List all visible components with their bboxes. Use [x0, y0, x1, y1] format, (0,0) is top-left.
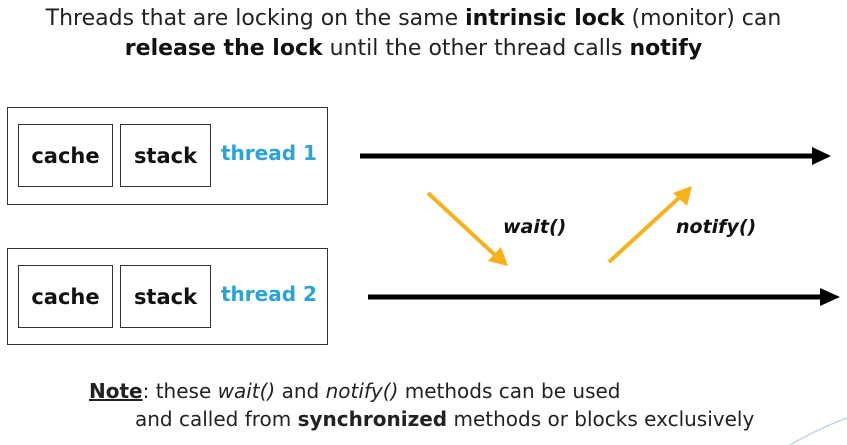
thread-1-timeline-arrow — [360, 147, 831, 165]
heading-line-1: Threads that are locking on the same int… — [0, 4, 847, 34]
thread-1-label: thread 1 — [221, 141, 317, 165]
wait-arrow — [426, 191, 508, 266]
thread-1-box: cache stack thread 1 — [7, 107, 328, 205]
corner-swoosh-decoration — [789, 417, 847, 445]
note-wait-method: wait() — [217, 379, 276, 403]
note-emphasis-synchronized: synchronized — [297, 407, 448, 431]
heading-text: Threads that are locking on the same — [45, 6, 466, 31]
notify-arrow — [607, 186, 692, 264]
thread-2-label: thread 2 — [221, 282, 317, 306]
heading-text: (monitor) can — [624, 6, 782, 31]
cache-label: cache — [31, 284, 100, 309]
heading-emphasis-notify: notify — [629, 36, 703, 61]
notify-label: notify() — [676, 216, 757, 238]
thread-2-cache-box: cache — [18, 265, 113, 328]
note-line-1: Note: these wait() and notify() methods … — [0, 377, 847, 405]
heading-text: until the other thread calls — [322, 36, 630, 61]
note-text: methods can be used — [398, 379, 621, 403]
heading-emphasis-release-lock: release the lock — [124, 36, 323, 61]
heading-line-2: release the lock until the other thread … — [0, 34, 847, 64]
note-word: Note — [89, 379, 143, 403]
note-text: methods or blocks exclusively — [447, 407, 755, 431]
note-text: and — [275, 379, 326, 403]
stack-label: stack — [133, 143, 198, 168]
stack-label: stack — [133, 284, 198, 309]
thread-2-box: cache stack thread 2 — [7, 248, 328, 345]
thread-1-stack-box: stack — [120, 124, 211, 187]
note-line-2: and called from synchronized methods or … — [0, 405, 847, 433]
note: Note: these wait() and notify() methods … — [0, 377, 847, 433]
thread-1-cache-box: cache — [18, 124, 113, 187]
note-notify-method: notify() — [325, 379, 399, 403]
heading-emphasis-intrinsic-lock: intrinsic lock — [465, 6, 625, 31]
cache-label: cache — [31, 143, 100, 168]
heading: Threads that are locking on the same int… — [0, 4, 847, 64]
thread-2-timeline-arrow — [368, 288, 840, 306]
thread-2-stack-box: stack — [120, 265, 211, 328]
note-text: : these — [142, 379, 218, 403]
wait-label: wait() — [503, 216, 567, 238]
note-text: and called from — [135, 407, 298, 431]
